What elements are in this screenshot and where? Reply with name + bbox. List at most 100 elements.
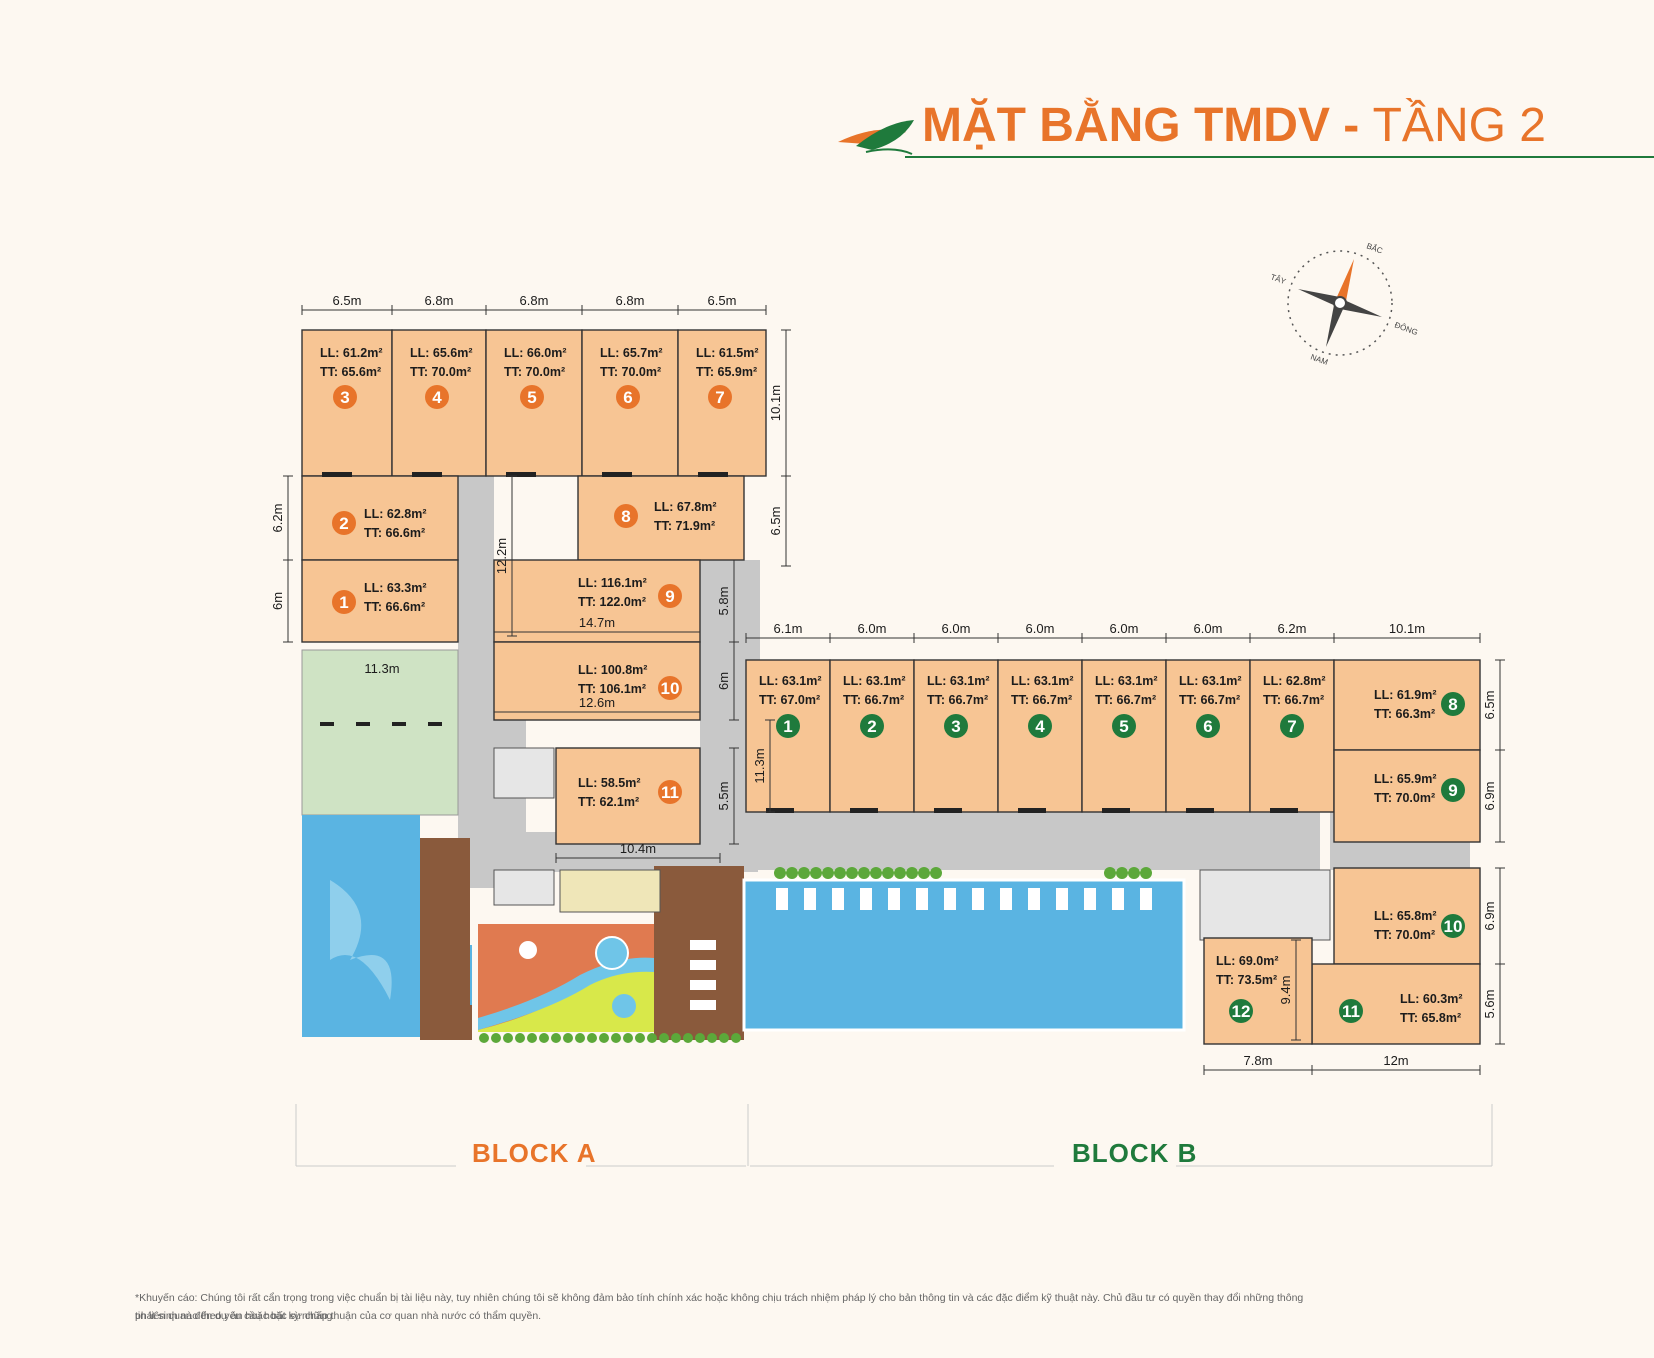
door-a-top-4	[698, 472, 728, 477]
dim-a-top-3-label: 6.8m	[616, 293, 645, 308]
unit-a-10-ll: LL: 100.8m²	[578, 663, 647, 677]
title-sub: TẦNG 2	[1372, 99, 1546, 152]
door-b-3	[1018, 808, 1046, 813]
unit-a-7-number: 7	[715, 388, 724, 407]
unit-a-6-ll: LL: 65.7m²	[600, 346, 663, 360]
hedge-a-2	[503, 1033, 513, 1043]
sun-lounger-b-2	[832, 888, 844, 910]
unit-b-1-ll: LL: 63.1m²	[759, 674, 822, 688]
hedge-a-16	[671, 1033, 681, 1043]
stair-core-b	[1199, 869, 1331, 941]
unit-b-8-number: 8	[1448, 695, 1457, 714]
unit-a-3-number: 3	[340, 388, 349, 407]
unit-a-1-ll: LL: 63.3m²	[364, 581, 427, 595]
unit-a-3-ll: LL: 61.2m²	[320, 346, 383, 360]
unit-b-6-badge	[1196, 714, 1220, 738]
restroom-a	[559, 869, 661, 913]
unit-a-5-tt: TT: 70.0m²	[504, 365, 565, 379]
dim-a-top-4-label: 6.5m	[708, 293, 737, 308]
unit-a-11-badge	[658, 780, 682, 804]
unit-b-7-ll: LL: 62.8m²	[1263, 674, 1326, 688]
unit-b-2-tt: TT: 66.7m²	[843, 693, 904, 707]
sun-lounger-b-1	[804, 888, 816, 910]
dim-b-right-0-label: 6.5m	[1482, 691, 1497, 720]
unit-b-1-number: 1	[783, 717, 792, 736]
dim-a-inner-10-4-label: 10.4m	[620, 841, 656, 856]
dim-a-inner-12-6-label: 12.6m	[579, 695, 615, 710]
play-equipment	[519, 941, 537, 959]
unit-b-10-tt: TT: 70.0m²	[1374, 928, 1435, 942]
unit-b-4-badge	[1028, 714, 1052, 738]
sun-lounger-a-2	[690, 980, 716, 990]
unit-b-2-ll: LL: 63.1m²	[843, 674, 906, 688]
pool-a-pattern	[330, 880, 392, 1000]
dim-b-right-2-label: 6.9m	[1482, 902, 1497, 931]
hedge-b2-0	[1104, 867, 1116, 879]
door-b-2	[934, 808, 962, 813]
hedge-b-7	[858, 867, 870, 879]
unit-b-3-ll: LL: 63.1m²	[927, 674, 990, 688]
unit-b-12-number: 12	[1232, 1002, 1251, 1021]
block-brackets	[295, 1104, 1493, 1167]
dim-b-top-5-label: 6.0m	[1194, 621, 1223, 636]
unit-b-7-number: 7	[1287, 717, 1296, 736]
unit-b-2-number: 2	[867, 717, 876, 736]
lawn-bench-1	[356, 722, 370, 726]
unit-b-4-tt: TT: 66.7m²	[1011, 693, 1072, 707]
hedge-b-1	[786, 867, 798, 879]
unit-b-8-badge	[1441, 692, 1465, 716]
hedge-a-0	[479, 1033, 489, 1043]
title-dash: -	[1329, 99, 1373, 152]
hedge-b-11	[906, 867, 918, 879]
dim-a-top-1-label: 6.8m	[425, 293, 454, 308]
unit-b-10-number: 10	[1444, 917, 1463, 936]
hedge-b-8	[870, 867, 882, 879]
unit-a-1-badge	[332, 590, 356, 614]
compass-east-label: ĐÔNG	[1393, 320, 1419, 337]
compass-north-label: BẮC	[1365, 241, 1384, 255]
dim-b-top-0-label: 6.1m	[774, 621, 803, 636]
unit-b-9-badge	[1441, 778, 1465, 802]
compass-center	[1333, 296, 1347, 310]
unit-a-1-tt: TT: 66.6m²	[364, 600, 425, 614]
hedge-b2-1	[1116, 867, 1128, 879]
hedge-a-6	[551, 1033, 561, 1043]
unit-a-7-ll: LL: 61.5m²	[696, 346, 759, 360]
dim-b-top-6-label: 6.2m	[1278, 621, 1307, 636]
unit-a-5-number: 5	[527, 388, 536, 407]
dim-b-bottom-1-label: 12m	[1383, 1053, 1408, 1068]
corridors	[458, 476, 1470, 888]
door-a-top-0	[322, 472, 352, 477]
amenities	[301, 649, 1331, 1043]
unit-b-10-ll: LL: 65.8m²	[1374, 909, 1437, 923]
hedge-a-14	[647, 1033, 657, 1043]
sun-lounger-a-1	[690, 960, 716, 970]
unit-b-10: LL: 65.8m² TT: 70.0m² 10	[1333, 867, 1481, 965]
unit-a-3-tt: TT: 65.6m²	[320, 365, 381, 379]
pool-b	[742, 878, 1186, 1032]
unit-a-4-tt: TT: 70.0m²	[410, 365, 471, 379]
unit-a-2-ll: LL: 62.8m²	[364, 507, 427, 521]
corridor-4	[700, 810, 1320, 870]
sun-lounger-b-9	[1028, 888, 1040, 910]
door-b-1	[850, 808, 878, 813]
deck-center	[654, 866, 744, 1040]
unit-b-2-badge	[860, 714, 884, 738]
door-b-6	[1270, 808, 1298, 813]
unit-a-7-badge	[708, 385, 732, 409]
door-a-top-1	[412, 472, 442, 477]
unit-b-12-badge	[1229, 999, 1253, 1023]
hedge-b-5	[834, 867, 846, 879]
door-b-4	[1102, 808, 1130, 813]
stair-core-a	[493, 747, 555, 799]
door-a-top-3	[602, 472, 632, 477]
lawn-area	[301, 649, 459, 816]
hedge-a-18	[695, 1033, 705, 1043]
deck-a-bottom	[420, 1005, 472, 1040]
sun-lounger-b-13	[1140, 888, 1152, 910]
